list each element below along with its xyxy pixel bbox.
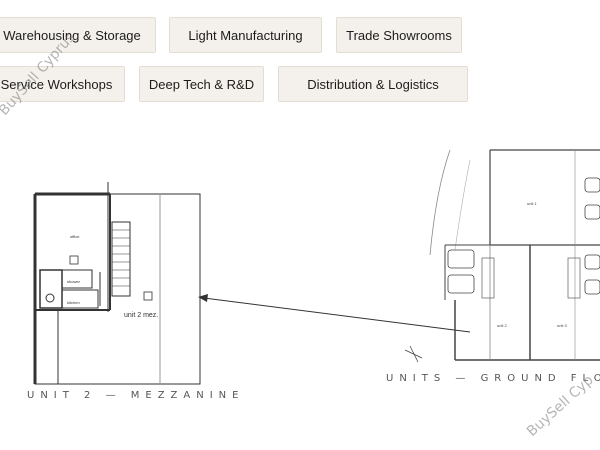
label-unit3: unit 3 — [557, 323, 568, 328]
tag-warehousing-storage[interactable]: Warehousing & Storage — [0, 17, 156, 53]
tag-deep-tech-rd[interactable]: Deep Tech & R&D — [139, 66, 264, 102]
tag-trade-showrooms[interactable]: Trade Showrooms — [336, 17, 462, 53]
tag-distribution-logistics[interactable]: Distribution & Logistics — [278, 66, 468, 102]
caption-units-ground-floor: UNITS — GROUND FLO — [386, 373, 600, 384]
tag-service-workshops[interactable]: Service Workshops — [0, 66, 125, 102]
label-unit1: unit 1 — [527, 201, 538, 206]
caption-unit2-mezzanine: UNIT 2 — MEZZANINE — [27, 390, 245, 401]
label-unit2-mez: unit 2 mez. — [124, 312, 158, 319]
leader-arrow — [198, 294, 471, 333]
mezzanine-plan — [33, 182, 201, 385]
ground-plan — [404, 149, 600, 363]
label-unit2: unit 2 — [497, 323, 508, 328]
label-office: office — [70, 234, 80, 239]
tag-light-manufacturing[interactable]: Light Manufacturing — [169, 17, 322, 53]
category-tags: Warehousing & Storage Light Manufacturin… — [0, 0, 600, 110]
label-kitchen: kitchen — [67, 300, 80, 305]
label-shower: shower — [67, 279, 81, 284]
